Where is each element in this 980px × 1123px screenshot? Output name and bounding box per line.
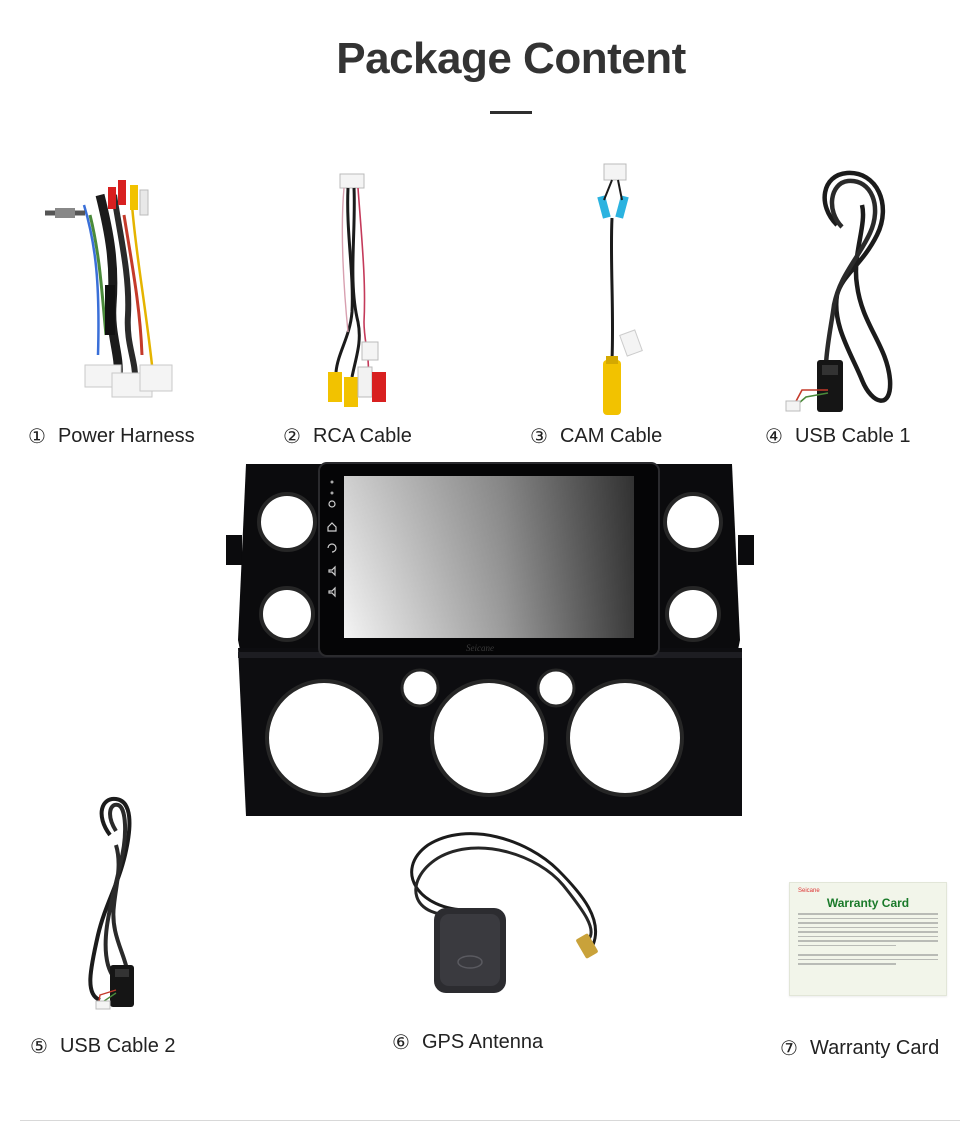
- item-number: ⑤: [30, 1034, 48, 1058]
- cam-cable-image: [597, 163, 643, 415]
- title-underline: [490, 111, 532, 114]
- warranty-card-text-line: [798, 940, 938, 942]
- item-name: USB Cable 1: [794, 424, 911, 447]
- item-label-gps-antenna: ⑥ GPS Antenna: [392, 1030, 543, 1054]
- item-name: USB Cable 2: [59, 1034, 176, 1057]
- item-label-power-harness: ① Power Harness: [28, 424, 195, 448]
- svg-text:Seicane: Seicane: [466, 643, 494, 653]
- usb-cable-2-image: [88, 796, 134, 1010]
- rca-cable-image: [328, 173, 386, 407]
- warranty-card-text-line: [798, 944, 896, 946]
- warranty-card-brand: Seicane: [798, 888, 820, 894]
- item-label-rca-cable: ② RCA Cable: [283, 424, 412, 448]
- gps-antenna-image: [410, 832, 598, 993]
- item-label-usb-cable-1: ④ USB Cable 1: [765, 424, 911, 448]
- item-number: ②: [283, 424, 301, 448]
- item-number: ⑦: [780, 1036, 798, 1060]
- item-number: ④: [765, 424, 783, 448]
- warranty-card-text-line: [798, 954, 938, 956]
- warranty-card-title: Warranty Card: [826, 896, 910, 910]
- power-harness-image: [45, 180, 173, 398]
- item-label-warranty-card: ⑦ Warranty Card: [780, 1036, 939, 1060]
- item-number: ③: [530, 424, 548, 448]
- warranty-card-text-line: [798, 958, 938, 960]
- warranty-card-text-line: [798, 935, 938, 937]
- item-name: Power Harness: [57, 424, 195, 447]
- item-name: GPS Antenna: [421, 1030, 544, 1053]
- usb-cable-1-image: [785, 170, 893, 412]
- item-name: RCA Cable: [312, 424, 412, 447]
- item-label-cam-cable: ③ CAM Cable: [530, 424, 662, 448]
- warranty-card-text-line: [798, 931, 938, 933]
- warranty-card-text-line: [798, 963, 896, 965]
- warranty-card-text-line: [798, 926, 938, 928]
- item-name: Warranty Card: [809, 1036, 940, 1059]
- warranty-card-text-line: [798, 917, 938, 919]
- item-number: ①: [28, 424, 46, 448]
- item-label-usb-cable-2: ⑤ USB Cable 2: [30, 1034, 176, 1058]
- warranty-card-text-line: [798, 922, 938, 924]
- item-name: CAM Cable: [559, 424, 663, 447]
- item-number: ⑥: [392, 1030, 410, 1054]
- bottom-divider: [20, 1120, 960, 1121]
- head-unit-panel-image: Seicane: [226, 462, 754, 816]
- page-title: Package Content: [336, 34, 686, 83]
- warranty-card-image: Seicane Warranty Card: [789, 882, 947, 996]
- warranty-card-text-line: [798, 913, 938, 915]
